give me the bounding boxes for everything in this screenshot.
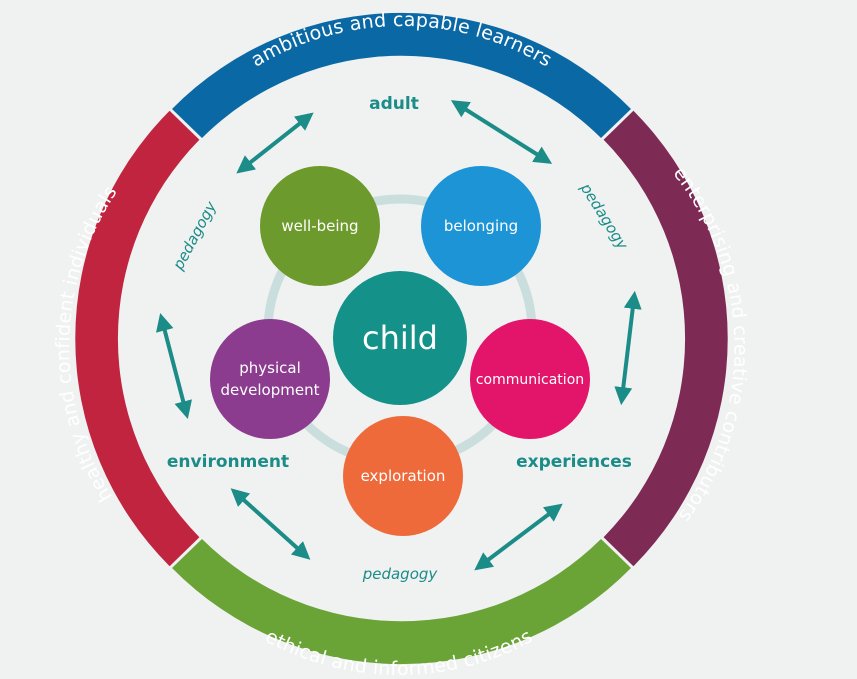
node-communication-label: communication [476, 372, 584, 388]
node-well-being-label: well-being [281, 217, 358, 235]
label-pedagogy-right: pedagogy [576, 179, 632, 254]
arrow-bottom-right [474, 503, 563, 571]
arrow-top-left [236, 112, 314, 174]
node-physical-development-label-line2: development [221, 381, 320, 399]
arrow-left [156, 313, 192, 419]
node-communication-circle [470, 319, 590, 439]
label-environment: environment [167, 452, 289, 472]
center-child-circle [333, 271, 467, 405]
node-exploration: exploration [343, 416, 463, 536]
center-child: child [333, 271, 467, 405]
ring-segment-bottom [172, 539, 631, 665]
ring-segment-left [75, 110, 200, 567]
node-belonging-circle [421, 166, 541, 286]
node-well-being: well-being [260, 166, 380, 286]
arrows [156, 100, 642, 571]
label-adult: adult [369, 94, 419, 114]
ring-segment-right [603, 110, 728, 567]
label-pedagogy-bottom: pedagogy [362, 565, 439, 583]
node-belonging-label: belonging [444, 217, 518, 235]
ring-segment-top [172, 12, 631, 139]
label-experiences: experiences [516, 452, 632, 472]
node-physical-development-label-line1: physical [239, 359, 301, 377]
node-physical-development-circle [210, 319, 330, 439]
node-physical-development: physical development [210, 319, 330, 439]
label-pedagogy-left: pedagogy [169, 198, 221, 274]
arrow-top-right [450, 100, 553, 164]
node-exploration-label: exploration [361, 467, 446, 485]
node-well-being-circle [260, 166, 380, 286]
center-child-label: child [362, 319, 438, 357]
node-exploration-circle [343, 416, 463, 536]
node-belonging: belonging [421, 166, 541, 286]
arrow-right [614, 290, 642, 406]
arrow-bottom-left [230, 488, 311, 560]
node-communication: communication [470, 319, 590, 439]
